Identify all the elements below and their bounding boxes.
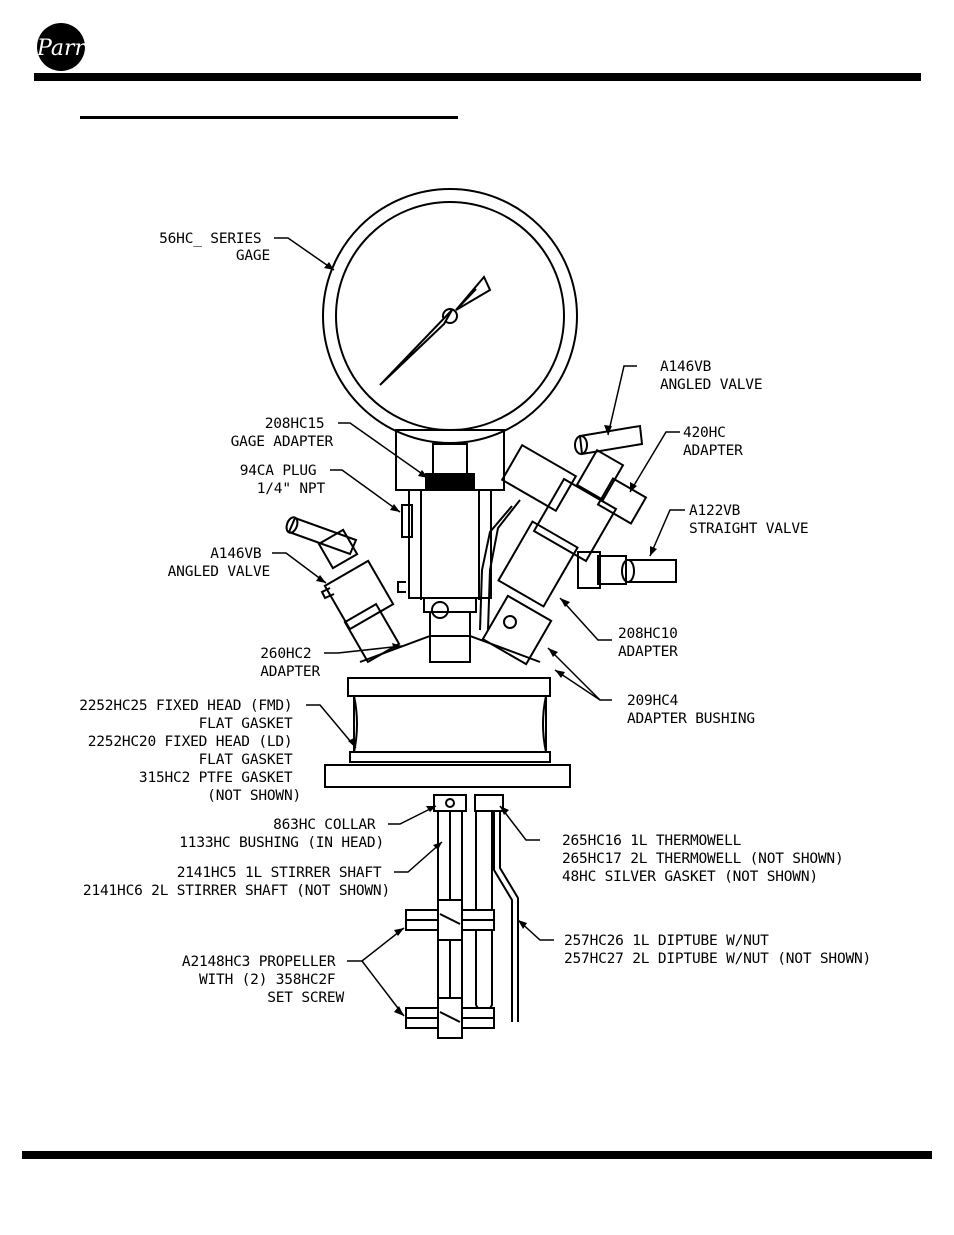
collar (433, 794, 504, 812)
label-thermowell: 265HC16 1L THERMOWELL 265HC17 2L THERMOW… (562, 833, 852, 885)
label-adapter-208hc10: 208HC10 ADAPTER (618, 626, 686, 660)
label-adapter-bushing: 209HC4 ADAPTER BUSHING (627, 693, 755, 727)
right-angled-valve (479, 424, 648, 631)
propeller (405, 899, 495, 1039)
title-underline (80, 116, 458, 119)
left-angled-valve (285, 516, 401, 664)
straight-valve (577, 551, 677, 589)
gage-adapter (395, 429, 505, 491)
label-collar: 863HC COLLAR 1133HC BUSHING (IN HEAD) (179, 817, 384, 851)
label-plug: 94CA PLUG 1/4" NPT (240, 463, 326, 497)
label-fixed-head: 2252HC25 FIXED HEAD (FMD) FLAT GASKET 22… (79, 698, 301, 804)
fixed-head (324, 635, 571, 788)
logo-text: Parr (36, 36, 86, 61)
header-rule (34, 73, 921, 81)
label-angled-valve-right: A146VB ANGLED VALVE (660, 359, 762, 393)
footer-rule (22, 1151, 932, 1159)
label-straight-valve: A122VB STRAIGHT VALVE (689, 503, 808, 537)
adapter-bushing (431, 594, 553, 666)
label-gage-adapter: 208HC15 GAGE ADAPTER (231, 416, 334, 450)
label-adapter-260hc2: 260HC2 ADAPTER (260, 646, 320, 680)
central-fitting (397, 489, 492, 663)
label-diptube: 257HC26 1L DIPTUBE W/NUT 257HC27 2L DIPT… (564, 933, 871, 967)
parr-logo: Parr (36, 23, 86, 71)
label-angled-valve-left: A146VB ANGLED VALVE (168, 546, 270, 580)
label-gage: 56HC_ SERIES GAGE (159, 231, 270, 264)
diptube (493, 811, 519, 1022)
label-stirrer-shaft: 2141HC5 1L STIRRER SHAFT 2141HC6 2L STIR… (83, 865, 390, 899)
pressure-gage (322, 188, 578, 444)
label-adapter-420hc: 420HC ADAPTER (683, 425, 743, 459)
label-propeller: A2148HC3 PROPELLER WITH (2) 358HC2F SET … (182, 954, 345, 1006)
